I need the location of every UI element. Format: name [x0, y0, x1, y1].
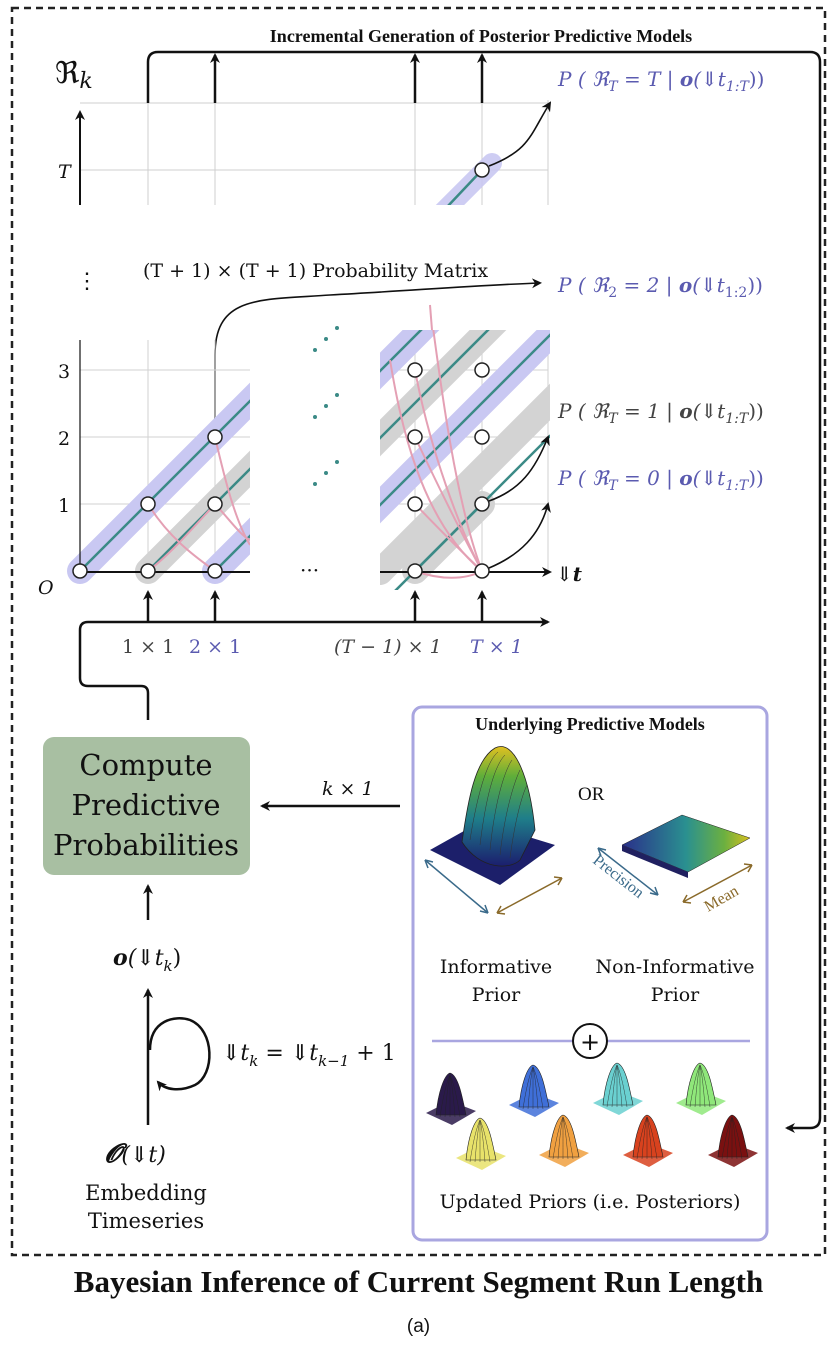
- p-label-zero: P ( ℜT = 0 | o(⇓t1:T)): [557, 466, 764, 494]
- origin-label: O: [38, 577, 54, 599]
- compute-line-3: Probabilities: [53, 828, 239, 862]
- posterior-surface: [593, 1062, 643, 1115]
- posterior-surface: [623, 1114, 673, 1167]
- y-label-T: T: [58, 161, 72, 183]
- tick-2: 2: [58, 428, 70, 450]
- updated-priors-label: Updated Priors (i.e. Posteriors): [440, 1191, 741, 1213]
- posterior-surface: [708, 1114, 758, 1167]
- posterior-plots: [426, 1062, 758, 1170]
- informative-prior-plot: [424, 746, 563, 915]
- top-grid: [80, 100, 549, 205]
- embedding-line-2: Timeseries: [88, 1209, 204, 1233]
- compute-line-2: Predictive: [71, 788, 220, 822]
- incremental-title: Incremental Generation of Posterior Pred…: [270, 26, 692, 46]
- input-label-t: T × 1: [470, 636, 523, 658]
- input-label-1x1: 1 × 1: [122, 636, 174, 658]
- tick-3: 3: [58, 361, 70, 383]
- arrow-p-zero: [488, 502, 551, 569]
- recurrence-loop: [148, 1017, 211, 1092]
- x-axis-label: ⇓t: [556, 562, 583, 586]
- figure-caption: (a): [406, 1316, 431, 1337]
- top-node-arrow: [488, 101, 552, 167]
- matrix-nodes: [72, 362, 490, 579]
- horizontal-ellipsis: ···: [300, 558, 319, 582]
- matrix-arrow: [214, 278, 542, 430]
- informative-label-2: Prior: [472, 984, 521, 1006]
- or-label: OR: [578, 784, 605, 805]
- top-node: [474, 162, 490, 178]
- informative-label-1: Informative: [440, 956, 552, 978]
- noninformative-prior-plot: [597, 814, 753, 904]
- compute-box: [43, 737, 250, 875]
- k-label: k × 1: [322, 778, 374, 800]
- input-bus: [78, 617, 550, 720]
- left-bands: [67, 382, 250, 584]
- noninformative-label-2: Prior: [651, 984, 700, 1006]
- recurrence-label: ⇓tk = ⇓tk−1 + 1: [222, 1041, 396, 1070]
- posterior-surface: [676, 1062, 726, 1115]
- posterior-surface: [509, 1064, 559, 1117]
- input-label-tminus1: (T − 1) × 1: [334, 636, 442, 658]
- models-panel-title: Underlying Predictive Models: [475, 714, 705, 734]
- feedback-bus: [146, 50, 822, 1133]
- middle-dots: [313, 326, 339, 486]
- noninformative-label-1: Non-Informative: [595, 956, 754, 978]
- p-label-one: P ( ℜT = 1 | o(⇓t1:T)): [557, 399, 764, 427]
- p-label-two: P ( ℜ2 = 2 | o(⇓t1:2)): [557, 273, 763, 301]
- embedding-symbol: 𝓞(⇓t): [105, 1139, 166, 1169]
- outer-frame: [10, 6, 827, 1257]
- plus-circle: [572, 1023, 608, 1059]
- vertical-ellipsis: ⋮: [76, 269, 98, 294]
- y-axis-symbol: ℜk: [55, 56, 93, 94]
- posterior-surface: [539, 1114, 589, 1167]
- right-bands: [380, 330, 550, 590]
- tick-1: 1: [58, 495, 70, 517]
- arrow-p-one: [488, 435, 550, 502]
- embedding-line-1: Embedding: [85, 1181, 207, 1205]
- posterior-surface: [456, 1117, 506, 1170]
- p-label-top: P ( ℜT = T | o(⇓t1:T)): [557, 67, 764, 95]
- posterior-surface: [426, 1072, 476, 1125]
- matrix-label: (T + 1) × (T + 1) Probability Matrix: [143, 260, 488, 282]
- compute-line-1: Compute: [79, 748, 212, 782]
- input-label-2x1: 2 × 1: [189, 636, 241, 658]
- plus-sign: +: [580, 1028, 600, 1056]
- main-title: Bayesian Inference of Current Segment Ru…: [73, 1264, 764, 1299]
- observation-label: o(⇓tk): [113, 945, 181, 975]
